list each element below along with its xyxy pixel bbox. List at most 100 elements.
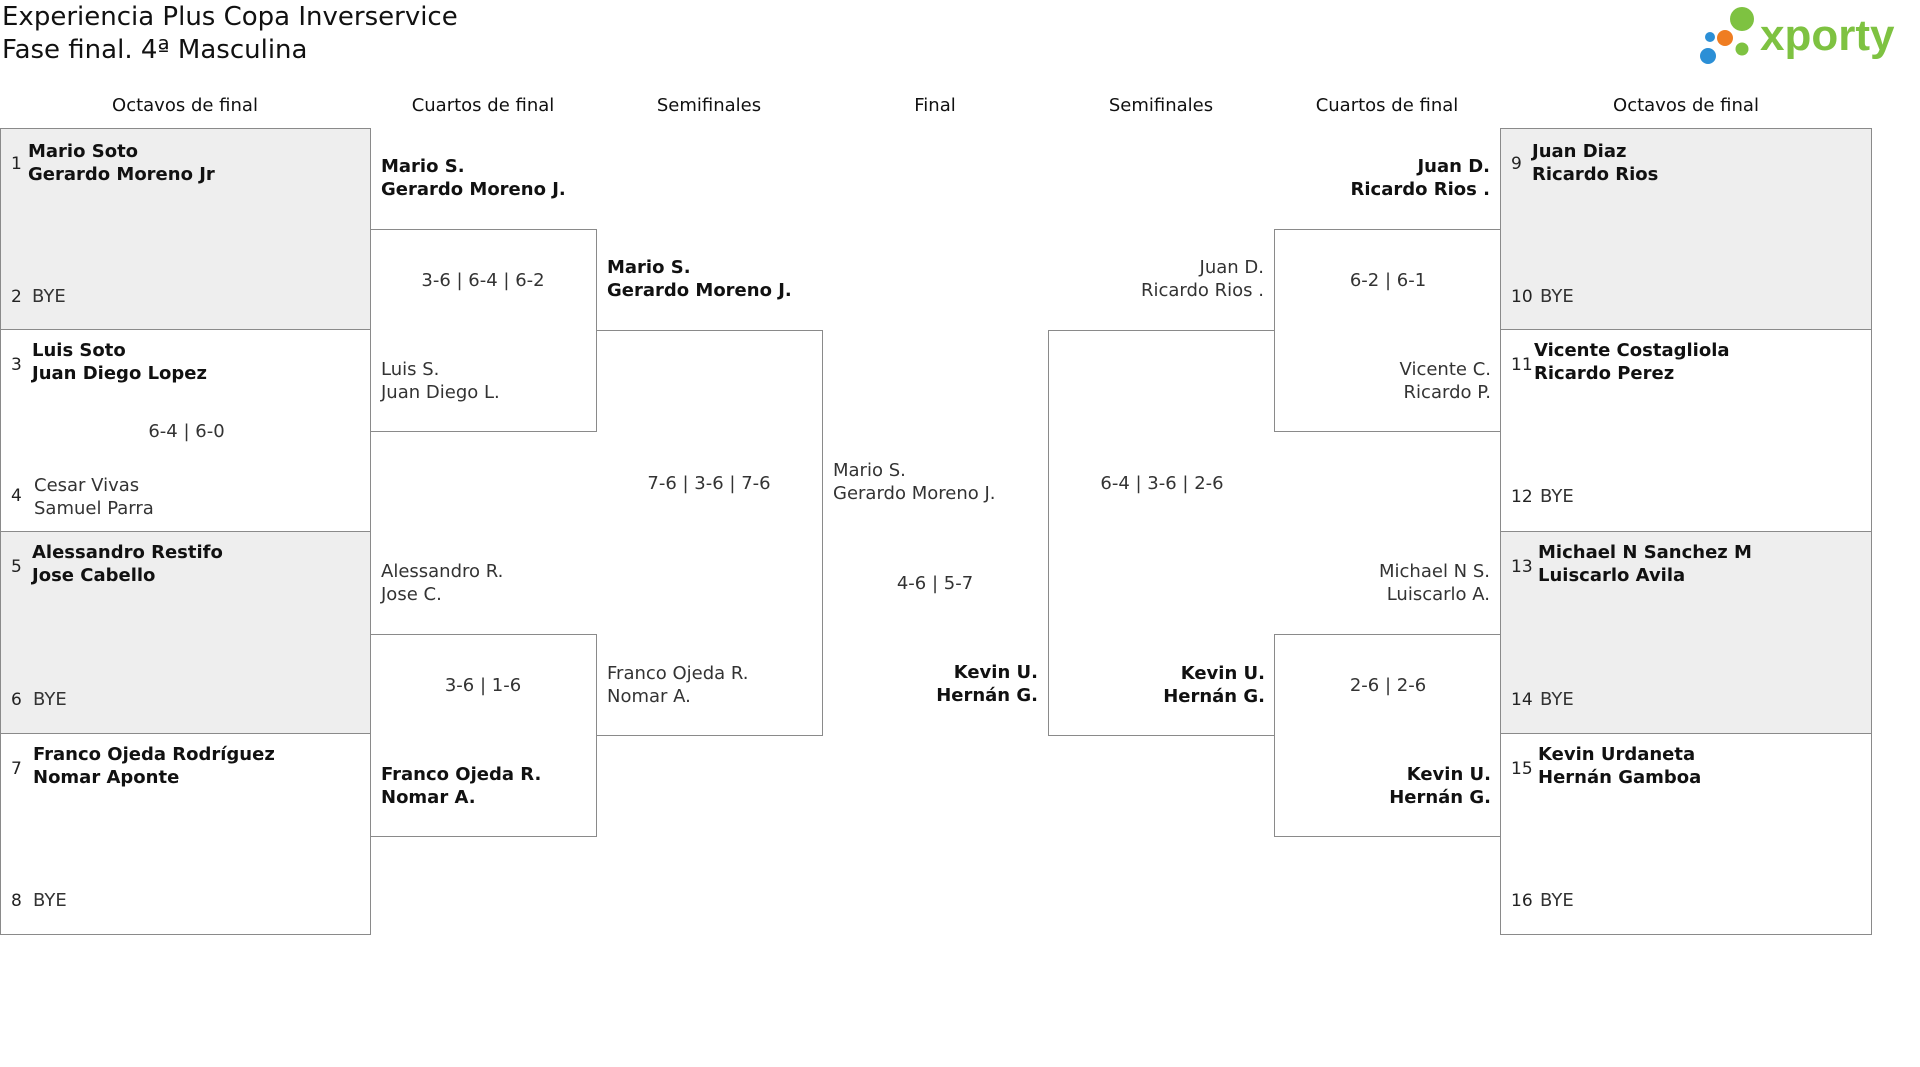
seed-number: 5 <box>11 557 22 577</box>
player-name: Gerardo Moreno Jr <box>28 164 215 185</box>
player-name: Luis Soto <box>32 340 126 361</box>
bye-label: BYE <box>32 286 66 307</box>
sf-right-team-a-2: Ricardo Rios . <box>1140 280 1264 301</box>
player-name: Vicente C. <box>1399 359 1491 380</box>
player-name: Ricardo Rios <box>1532 164 1659 185</box>
bye-label: BYE <box>1540 689 1574 710</box>
seed-number: 4 <box>11 486 22 506</box>
qf-left-2-team-a-2: Jose C. <box>381 584 442 605</box>
match-score: 6-4 | 6-0 <box>148 421 225 442</box>
xporty-dots-icon: xporty <box>1700 7 1895 64</box>
sf-left-match[interactable]: 7-6 | 3-6 | 7-6 Franco Ojeda R. Nomar A. <box>596 330 823 736</box>
player-name: Mario Soto <box>28 141 139 162</box>
qf-right-match-2[interactable]: 2-6 | 2-6 Kevin U. Hernán G. <box>1274 634 1501 837</box>
qf-right-2-team-a-1: Michael N S. <box>1379 561 1490 582</box>
player-name: Samuel Parra <box>34 498 154 519</box>
seed-number: 6 <box>11 690 22 710</box>
header-left-sf: Semifinales <box>656 95 762 116</box>
match-score: 3-6 | 1-6 <box>444 675 522 696</box>
tournament-subtitle: Fase final. 4ª Masculina <box>2 35 308 65</box>
sf-right-team-a-1: Juan D. <box>1199 257 1264 278</box>
header-right-r16: Octavos de final <box>1613 95 1759 116</box>
bye-label: BYE <box>1540 486 1574 507</box>
player-name: Jose Cabello <box>32 565 156 586</box>
match-score: 3-6 | 6-4 | 6-2 <box>421 270 545 291</box>
player-name: Hernán G. <box>1163 686 1265 707</box>
player-name: Franco Ojeda Rodríguez <box>33 744 275 765</box>
sf-left-team-a-1: Mario S. <box>607 257 691 278</box>
r16-left-match-1[interactable]: 1 Mario Soto Gerardo Moreno Jr 2 BYE <box>0 128 371 330</box>
seed-number: 16 <box>1511 891 1533 911</box>
seed-number: 11 <box>1511 355 1533 375</box>
xporty-logo[interactable]: xporty <box>1696 4 1920 68</box>
r16-left-match-2[interactable]: 3 Luis Soto Juan Diego Lopez 6-4 | 6-0 4… <box>0 329 371 532</box>
seed-number: 10 <box>1511 287 1533 307</box>
player-name: Kevin Urdaneta <box>1538 744 1696 765</box>
r16-left-match-4[interactable]: 7 Franco Ojeda Rodríguez Nomar Aponte 8 … <box>0 733 371 935</box>
qf-right-2-team-a-2: Luiscarlo A. <box>1386 584 1490 605</box>
bye-label: BYE <box>33 890 67 911</box>
sf-left-team-a-2: Gerardo Moreno J. <box>607 280 792 301</box>
qf-right-1-team-a-1: Juan D. <box>1417 156 1490 177</box>
player-name: Alessandro Restifo <box>32 542 223 563</box>
final-team-a-2: Gerardo Moreno J. <box>833 483 996 504</box>
player-name: Franco Ojeda R. <box>381 764 542 785</box>
player-name: Juan Diego Lopez <box>32 363 207 384</box>
seed-number: 2 <box>11 287 22 307</box>
qf-left-match-1[interactable]: 3-6 | 6-4 | 6-2 Luis S. Juan Diego L. <box>370 229 597 432</box>
player-name: Juan Diego L. <box>381 382 500 403</box>
qf-right-match-1[interactable]: 6-2 | 6-1 Vicente C. Ricardo P. <box>1274 229 1501 432</box>
match-score: 6-2 | 6-1 <box>1349 270 1427 291</box>
header-left-r16: Octavos de final <box>112 95 258 116</box>
player-name: Nomar Aponte <box>33 767 180 788</box>
player-name: Ricardo P. <box>1403 382 1491 403</box>
seed-number: 14 <box>1511 690 1533 710</box>
qf-left-1-team-a-1: Mario S. <box>381 156 465 177</box>
player-name: Ricardo Perez <box>1534 363 1675 384</box>
player-name: Kevin U. <box>1180 663 1265 684</box>
match-score: 2-6 | 2-6 <box>1349 675 1427 696</box>
bye-label: BYE <box>1540 286 1574 307</box>
player-name: Hernán G. <box>1389 787 1491 808</box>
seed-number: 9 <box>1511 154 1522 174</box>
header-right-sf: Semifinales <box>1108 95 1214 116</box>
final-team-b-1: Kevin U. <box>953 662 1038 683</box>
r16-right-match-1[interactable]: 9 Juan Diaz Ricardo Rios 10 BYE <box>1500 128 1872 330</box>
seed-number: 13 <box>1511 557 1533 577</box>
logo-wordmark: xporty <box>1760 11 1895 60</box>
qf-left-match-2[interactable]: 3-6 | 1-6 Franco Ojeda R. Nomar A. <box>370 634 597 837</box>
player-name: Nomar A. <box>381 787 476 808</box>
header-right-qf: Cuartos de final <box>1315 95 1459 116</box>
player-name: Nomar A. <box>607 686 691 707</box>
r16-right-match-3[interactable]: 13 Michael N Sanchez M Luiscarlo Avila 1… <box>1500 531 1872 734</box>
match-score: 7-6 | 3-6 | 7-6 <box>647 473 771 494</box>
final-score: 4-6 | 5-7 <box>896 573 974 594</box>
match-score: 6-4 | 3-6 | 2-6 <box>1100 473 1224 494</box>
final-team-b-2: Hernán G. <box>936 685 1038 706</box>
player-name: Hernán Gamboa <box>1538 767 1702 788</box>
seed-number: 1 <box>11 154 22 174</box>
player-name: Cesar Vivas <box>34 475 140 496</box>
player-name: Franco Ojeda R. <box>607 663 749 684</box>
seed-number: 7 <box>11 759 22 779</box>
header-left-qf: Cuartos de final <box>411 95 555 116</box>
qf-right-1-team-a-2: Ricardo Rios . <box>1350 179 1490 200</box>
player-name: Luis S. <box>381 359 440 380</box>
r16-right-match-2[interactable]: 11 Vicente Costagliola Ricardo Perez 12 … <box>1500 329 1872 532</box>
sf-right-match[interactable]: 6-4 | 3-6 | 2-6 Kevin U. Hernán G. <box>1048 330 1275 736</box>
seed-number: 8 <box>11 891 22 911</box>
player-name: Juan Diaz <box>1532 141 1627 162</box>
player-name: Michael N Sanchez M <box>1538 542 1752 563</box>
bye-label: BYE <box>1540 890 1574 911</box>
player-name: Vicente Costagliola <box>1534 340 1730 361</box>
seed-number: 15 <box>1511 759 1533 779</box>
r16-right-match-4[interactable]: 15 Kevin Urdaneta Hernán Gamboa 16 BYE <box>1500 733 1872 935</box>
final-team-a-1: Mario S. <box>833 460 906 481</box>
header-final: Final <box>914 95 956 116</box>
player-name: Kevin U. <box>1406 764 1491 785</box>
seed-number: 12 <box>1511 487 1533 507</box>
bye-label: BYE <box>33 689 67 710</box>
tournament-title: Experiencia Plus Copa Inverservice <box>2 2 458 32</box>
qf-left-1-team-a-2: Gerardo Moreno J. <box>381 179 566 200</box>
r16-left-match-3[interactable]: 5 Alessandro Restifo Jose Cabello 6 BYE <box>0 531 371 734</box>
